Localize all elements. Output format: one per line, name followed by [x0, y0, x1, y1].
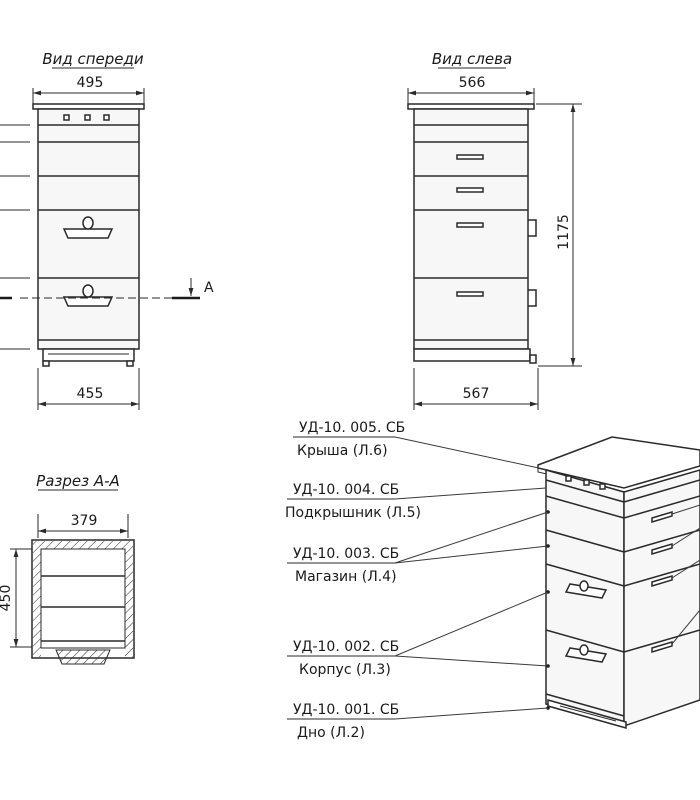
part-name: Магазин (Л.4): [295, 569, 397, 585]
leader-line: [394, 591, 549, 657]
front-bottom-board: [42, 348, 135, 362]
part-code: УД-10. 005. СБ: [299, 420, 405, 436]
section-view-title: Разрез А-А: [36, 472, 120, 490]
vent-hole: [599, 483, 606, 490]
section-width: 379: [71, 513, 98, 529]
part-labels: УД-10. 005. СБ Крыша (Л.6) УД-10. 004. С…: [285, 420, 700, 741]
side-handle: [651, 574, 673, 588]
section-height: 450: [0, 585, 14, 612]
left-view-title: Вид слева: [432, 50, 512, 68]
part-code: УД-10. 001. СБ: [293, 702, 399, 718]
iso-right-face: [623, 469, 700, 728]
section-outer-wall: [31, 539, 135, 659]
left-height: 1175: [556, 214, 572, 250]
front-top-width: 495: [77, 75, 104, 91]
part-name: Корпус (Л.3): [299, 662, 391, 678]
side-handle: [456, 187, 484, 193]
side-handle: [651, 510, 673, 524]
part-code: УД-10. 002. СБ: [293, 639, 399, 655]
leader-line: [394, 707, 549, 720]
left-view: Вид слева 566 1175 567: [407, 50, 582, 410]
leader-line: [394, 487, 547, 500]
front-view: Вид спереди 495: [0, 50, 214, 410]
section-view: Разрез А-А 379 450: [0, 472, 135, 665]
section-marker: А: [204, 280, 214, 296]
side-handle: [651, 542, 673, 556]
part-name: Подкрышник (Л.5): [285, 505, 421, 521]
part-code: УД-10. 004. СБ: [293, 482, 399, 498]
side-handle: [456, 154, 484, 160]
leader-line: [394, 436, 549, 471]
left-bottom-width: 567: [463, 386, 490, 402]
left-body: [413, 108, 529, 350]
front-handle: [62, 228, 114, 239]
leader-line: [394, 655, 549, 667]
side-handle: [456, 291, 484, 297]
iso-bottom-board: [547, 699, 627, 729]
vent-hole: [565, 475, 572, 482]
front-entrance-hole: [82, 216, 94, 230]
vent-hole: [84, 114, 91, 121]
iso-front-face: [545, 469, 625, 727]
front-bottom-width: 455: [77, 386, 104, 402]
left-bottom-board: [413, 348, 531, 362]
side-handle: [651, 640, 673, 654]
vent-hole: [103, 114, 110, 121]
vent-hole: [583, 479, 590, 486]
vent-hole: [63, 114, 70, 121]
front-entrance-hole: [82, 284, 94, 298]
left-top-width: 566: [459, 75, 486, 91]
part-code: УД-10. 003. СБ: [293, 546, 399, 562]
part-name: Крыша (Л.6): [297, 443, 388, 459]
front-view-title: Вид спереди: [42, 50, 144, 68]
side-handle: [456, 222, 484, 228]
leader-line: [394, 545, 549, 564]
part-name: Дно (Л.2): [297, 725, 365, 741]
leader-line: [394, 511, 549, 564]
front-handle: [62, 296, 114, 307]
isometric-view: [537, 436, 700, 729]
